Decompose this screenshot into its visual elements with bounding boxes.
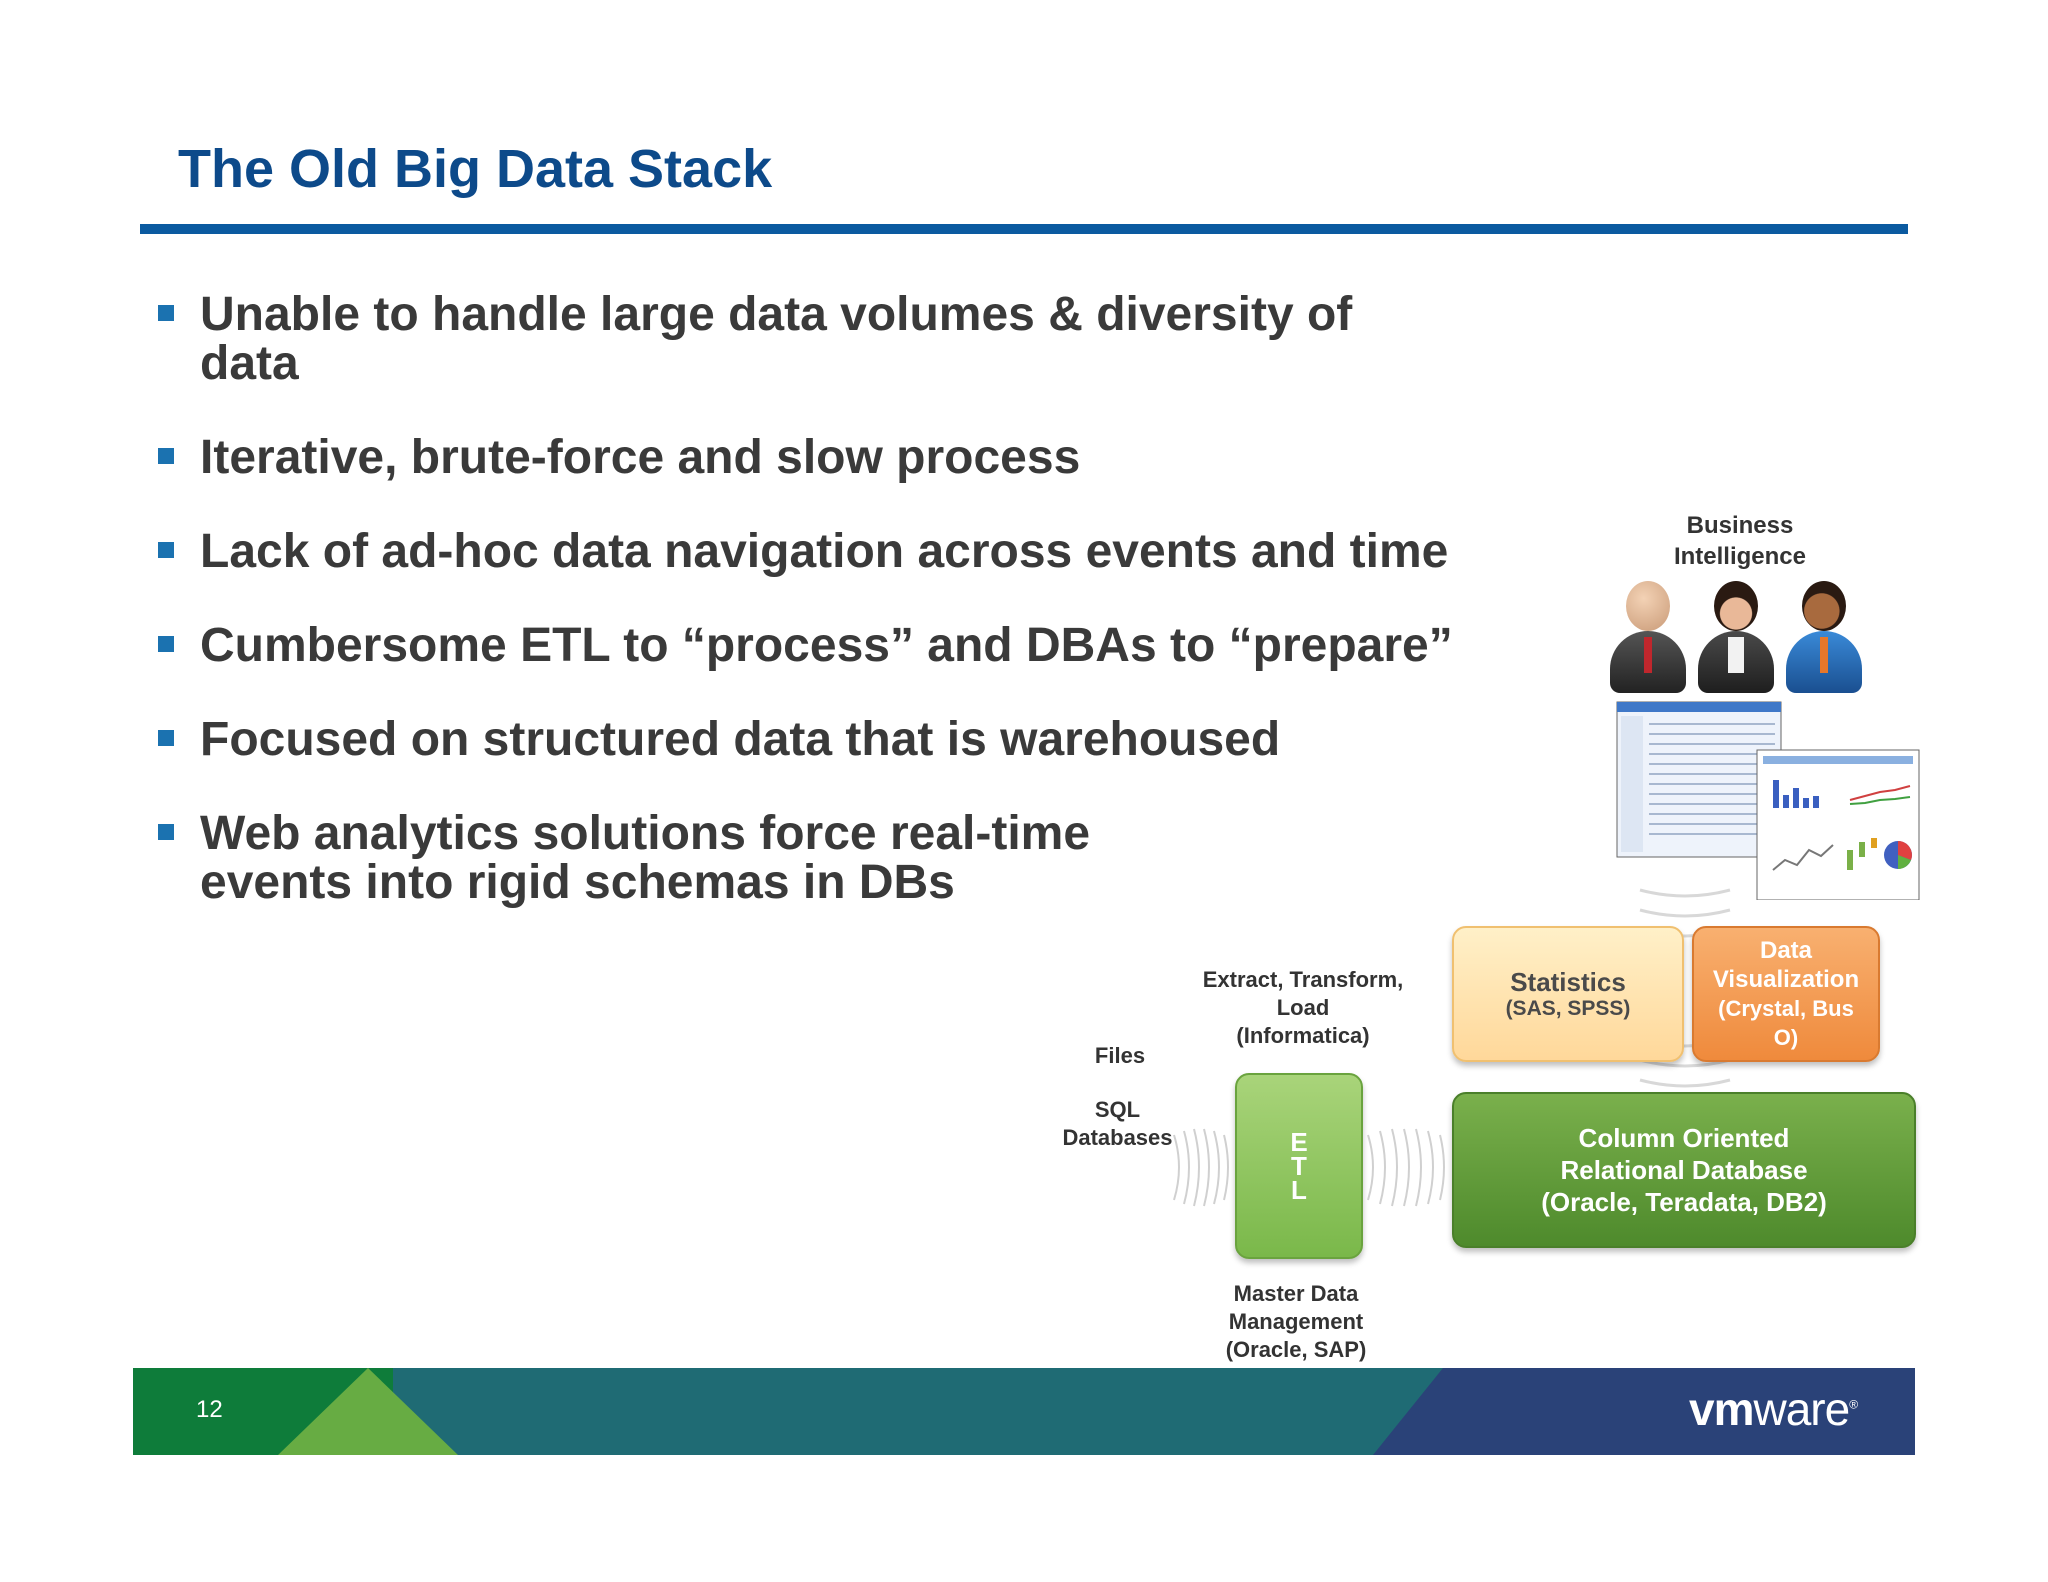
etl-header-line-1: Extract, Transform,	[1202, 967, 1404, 992]
statistics-subtitle: (SAS, SPSS)	[1505, 997, 1631, 1020]
mini-waterfall-chart	[1847, 838, 1877, 870]
footer-band: 12 vmware®	[133, 1368, 1915, 1455]
page-number: 12	[196, 1396, 223, 1423]
businesswoman-icon	[1698, 575, 1774, 695]
data-visualization-box: Data Visualization (Crystal, Bus O)	[1692, 926, 1880, 1062]
chart-window	[1756, 749, 1920, 901]
report-titlebar	[1617, 702, 1781, 712]
bullet-text: Web analytics solutions force real-time …	[200, 807, 1091, 909]
bi-line-2: Intelligence	[1673, 543, 1807, 570]
bullet-square-icon	[158, 824, 174, 840]
coldb-line-1: Column Oriented	[1578, 1123, 1790, 1153]
viz-line-3: (Crystal, Bus	[1718, 996, 1854, 1021]
coldb-line-2: Relational Database	[1560, 1155, 1808, 1185]
pie-slice	[1898, 841, 1912, 860]
bullet-item: Lack of ad-hoc data navigation across ev…	[155, 527, 1455, 576]
etl-letter-t: T	[1291, 1151, 1307, 1181]
businessman-icon	[1610, 575, 1686, 695]
etl-header-label: Extract, Transform, Load (Informatica)	[1190, 966, 1416, 1050]
bullet-square-icon	[158, 636, 174, 652]
person-tie	[1644, 637, 1652, 673]
person-tie	[1820, 637, 1828, 673]
bullet-text: Cumbersome ETL to “process” and DBAs to …	[200, 619, 1453, 672]
etl-box: E T L	[1235, 1073, 1363, 1259]
report-rows	[1649, 723, 1775, 835]
pie-slice	[1898, 855, 1911, 869]
person-head	[1802, 581, 1846, 631]
statistics-title: Statistics	[1510, 967, 1626, 997]
title-rule	[140, 224, 1908, 234]
bullet-square-icon	[158, 305, 174, 321]
mini-bar-chart	[1773, 780, 1819, 808]
mini-line-chart-3	[1772, 844, 1834, 871]
mini-line-chart	[1849, 785, 1911, 801]
business-users-icon	[1610, 575, 1862, 695]
report-sidebar	[1621, 716, 1643, 852]
viz-line-1: Data	[1759, 937, 1813, 964]
master-data-management-label: Master Data Management (Oracle, SAP)	[1180, 1280, 1412, 1364]
footer-navy-block	[1373, 1368, 1915, 1455]
footer-triangle	[278, 1368, 458, 1455]
mini-line-chart-2	[1849, 796, 1911, 805]
person-collar	[1728, 637, 1744, 673]
bullet-square-icon	[158, 448, 174, 464]
bi-line-1: Business	[1686, 512, 1794, 539]
bi-dashboard-screenshots	[1615, 700, 1945, 901]
person-head	[1714, 581, 1758, 631]
person-head	[1626, 581, 1670, 631]
bullet-item: Iterative, brute-force and slow process	[155, 433, 1455, 482]
sources-wave-connector	[1173, 1128, 1229, 1207]
etl-header-line-3: (Informatica)	[1236, 1023, 1370, 1048]
viz-line-4: O)	[1773, 1025, 1799, 1050]
chart-tabbar	[1763, 756, 1913, 764]
bullet-item: Web analytics solutions force real-time …	[155, 809, 1220, 907]
logo-registered-mark: ®	[1849, 1397, 1858, 1412]
etl-header-line-2: Load	[1276, 995, 1330, 1020]
bullet-list: Unable to handle large data volumes & di…	[155, 290, 1455, 907]
sql-databases-label: SQL Databases	[1050, 1096, 1185, 1152]
statistics-box: Statistics (SAS, SPSS)	[1452, 926, 1684, 1062]
logo-ware: ware	[1753, 1383, 1850, 1435]
mdm-line-1: Master Data	[1233, 1281, 1359, 1306]
vmware-logo: vmware®	[1689, 1382, 1858, 1436]
sql-line-1: SQL	[1094, 1097, 1141, 1122]
etl-letter-e: E	[1290, 1127, 1308, 1157]
bullet-text: Unable to handle large data volumes & di…	[200, 288, 1353, 390]
bullet-item: Focused on structured data that is wareh…	[155, 715, 1455, 764]
bullet-text: Focused on structured data that is wareh…	[200, 713, 1281, 766]
etl-letter-l: L	[1291, 1175, 1307, 1205]
viz-line-2: Visualization	[1712, 966, 1860, 993]
mdm-line-2: Management	[1228, 1309, 1364, 1334]
mdm-line-3: (Oracle, SAP)	[1225, 1337, 1367, 1362]
businessman-blue-icon	[1786, 575, 1862, 695]
files-label: Files	[1094, 1043, 1146, 1068]
business-intelligence-label: Business Intelligence	[1640, 510, 1840, 572]
bullet-item: Cumbersome ETL to “process” and DBAs to …	[155, 621, 1455, 670]
logo-vm: vm	[1689, 1383, 1754, 1435]
bullet-text: Lack of ad-hoc data navigation across ev…	[200, 525, 1449, 578]
coldb-line-3: (Oracle, Teradata, DB2)	[1541, 1187, 1827, 1217]
etl-to-db-wave-connector	[1367, 1128, 1445, 1207]
bullet-text: Iterative, brute-force and slow process	[200, 431, 1081, 484]
column-oriented-db-box: Column Oriented Relational Database (Ora…	[1452, 1092, 1916, 1248]
bullet-item: Unable to handle large data volumes & di…	[155, 290, 1455, 388]
bullet-square-icon	[158, 542, 174, 558]
bullet-square-icon	[158, 730, 174, 746]
sql-line-2: Databases	[1062, 1125, 1173, 1150]
dashboard-thumbnails	[1616, 701, 1920, 901]
slide-title: The Old Big Data Stack	[178, 139, 773, 199]
